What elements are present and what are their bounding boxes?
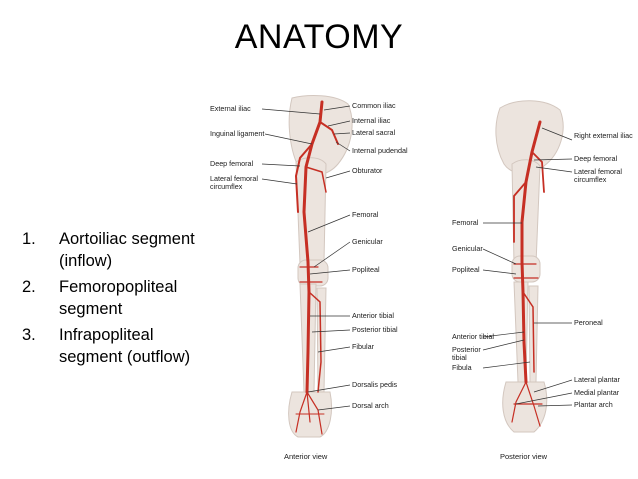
label-popliteal: Popliteal [352,265,380,274]
label-popliteal-posterior: Popliteal [452,265,480,274]
segment-number: 3. [22,326,36,344]
label-lateral-plantar: Lateral plantar [574,375,620,384]
label-fibular: Fibular [352,342,374,351]
label-right-external-iliac: Right external iliac [574,131,633,140]
label-lateral-sacral: Lateral sacral [352,128,396,137]
label-obturator: Obturator [352,166,383,175]
label-anterior-tibial-posterior: Anterior tibial [452,332,494,341]
posterior-arteries [511,120,545,427]
segment-item-aortoiliac: 1. Aortoiliac segment (inflow) [22,228,212,272]
label-internal-pudendal: Internal pudendal [352,146,408,155]
label-common-iliac: Common iliac [352,101,396,110]
label-inguinal-ligament: Inguinal ligament [210,129,265,138]
segment-number: 1. [22,230,36,248]
segment-item-femoropopliteal: 2. Femoropopliteal segment [22,276,212,320]
segment-text: Infrapopliteal segment (outflow) [59,326,191,366]
label-deep-femoral-posterior: Deep femoral [574,154,618,163]
label-fibula-posterior: Fibula [452,363,472,372]
slide-title: ANATOMY [234,18,404,56]
label-femoral-posterior: Femoral [452,218,479,227]
leg-arteries-illustration [261,95,573,438]
segment-list: 1. Aortoiliac segment (inflow) 2. Femoro… [22,228,212,372]
label-plantar-arch: Plantar arch [574,400,613,409]
label-posterior-tibial-posterior: Posterior tibial [452,345,481,362]
label-femoral: Femoral [352,210,379,219]
posterior-leader-lines [482,127,573,407]
label-dorsalis-pedis: Dorsalis pedis [352,380,398,389]
label-lateral-femoral-circumflex: Lateral femoral circumflex [210,174,258,191]
posterior-view-label: Posterior view [500,452,548,461]
label-medial-plantar: Medial plantar [574,388,620,397]
label-dorsal-arch: Dorsal arch [352,401,389,410]
segment-text: Aortoiliac segment (inflow) [59,230,195,270]
segment-item-infrapopliteal: 3. Infrapopliteal segment (outflow) [22,324,212,368]
label-genicular-posterior: Genicular [452,244,483,253]
segment-number: 2. [22,278,36,296]
label-anterior-tibial: Anterior tibial [352,311,394,320]
anterior-leg-bones [288,95,353,438]
label-deep-femoral: Deep femoral [210,159,254,168]
label-genicular: Genicular [352,237,383,246]
label-external-iliac: External iliac [210,104,251,113]
anterior-view-label: Anterior view [284,452,328,461]
segment-text: Femoropopliteal segment [59,278,178,318]
label-posterior-tibial: Posterior tibial [352,325,398,334]
anterior-leader-lines [261,105,351,411]
leg-arteries-figure: External iliac Inguinal ligament Deep fe… [200,92,638,472]
posterior-leg-bones [495,100,564,433]
label-peroneal: Peroneal [574,318,603,327]
label-internal-iliac: Internal iliac [352,116,391,125]
label-lateral-femoral-circumflex-posterior: Lateral femoral circumflex [574,167,622,184]
